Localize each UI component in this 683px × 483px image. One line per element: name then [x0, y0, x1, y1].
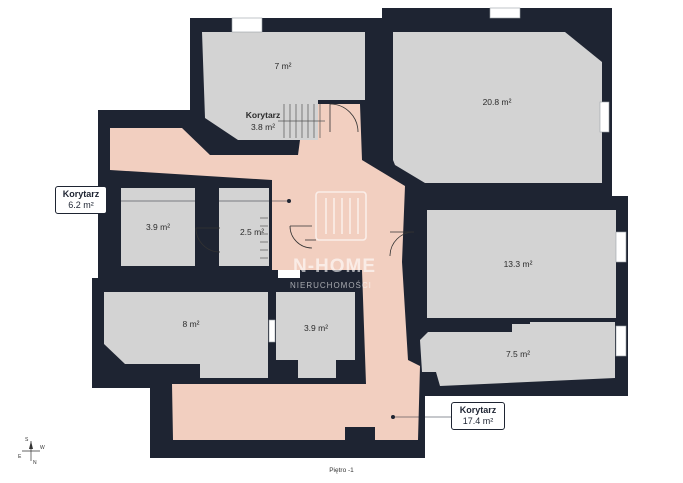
- corridor-name-label: Korytarz: [246, 110, 280, 120]
- watermark-sub: NIERUCHOMOŚCI: [290, 281, 372, 290]
- room-3-9-b: [276, 292, 355, 378]
- compass-e: E: [18, 454, 22, 460]
- compass-icon: S W E N: [16, 437, 46, 467]
- corridor-upper: [110, 104, 420, 440]
- compass-n: N: [33, 460, 37, 466]
- room-area-label: 7 m²: [275, 61, 292, 71]
- compass-w: W: [40, 445, 45, 451]
- callout-markers: [287, 199, 395, 419]
- compass-s: S: [25, 437, 29, 443]
- room-7-5: [420, 322, 615, 386]
- windows: [231, 7, 627, 357]
- room-area-label: 8 m²: [183, 319, 200, 329]
- watermark-logo-icon: [315, 191, 367, 241]
- room-area-label: 7.5 m²: [506, 349, 530, 359]
- callout-leaders: [102, 200, 452, 418]
- room-area-label: 13.3 m²: [504, 259, 533, 269]
- corridor-area-label: 3.8 m²: [251, 122, 275, 132]
- room-area-label: 2.5 m²: [240, 227, 264, 237]
- corridor-area-label: 17.4 m²: [462, 416, 494, 426]
- corridor-area-label: 6.2 m²: [68, 200, 94, 210]
- room-7: [202, 32, 365, 140]
- floor-label: Piętro -1: [329, 467, 354, 474]
- room-area-label: 20.8 m²: [483, 97, 512, 107]
- room-13-3: [427, 210, 616, 318]
- stairs: [260, 104, 325, 259]
- room-20-8: [393, 32, 602, 183]
- corridor-name-label: Korytarz: [62, 189, 100, 199]
- corridor-callout-6-2: Korytarz 6.2 m²: [55, 186, 107, 214]
- room-area-label: 3.9 m²: [146, 222, 170, 232]
- corridor-name-label: Korytarz: [459, 405, 497, 415]
- room-8: [104, 292, 268, 378]
- room-area-label: 3.9 m²: [304, 323, 328, 333]
- corridor-callout-17-4: Korytarz 17.4 m²: [451, 402, 505, 430]
- doors: [195, 103, 415, 257]
- watermark-brand: N-HOME: [293, 256, 377, 277]
